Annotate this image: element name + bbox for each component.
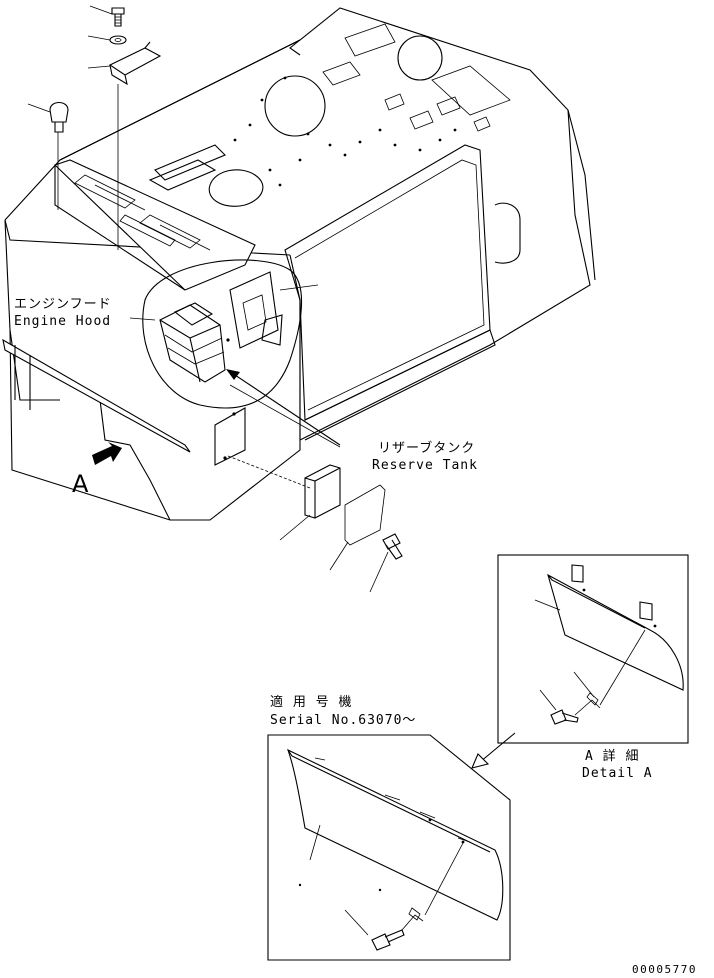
reserve-tank-label-en: Reserve Tank bbox=[372, 458, 478, 473]
hardware-parts bbox=[27, 5, 162, 250]
serial-variant-box bbox=[267, 734, 511, 961]
engine-hood bbox=[2, 7, 596, 521]
engine-hood-label-en: Engine Hood bbox=[14, 314, 111, 329]
pad-gasket-bolt bbox=[92, 442, 403, 593]
drawing-code: 00005770 bbox=[632, 963, 697, 976]
detail-a-label-en: Detail A bbox=[582, 766, 653, 781]
engine-hood-label-jp: エンジンフード bbox=[14, 297, 112, 312]
serial-label-jp: 適 用 号 機 bbox=[270, 694, 352, 710]
reserve-tank-callout bbox=[142, 259, 341, 446]
detail-a-box bbox=[497, 554, 689, 744]
reserve-tank-label-jp: リザーブタンク bbox=[378, 440, 475, 456]
detail-a-label-jp: A 詳 細 bbox=[585, 748, 639, 764]
view-a-letter: A bbox=[72, 470, 89, 498]
serial-label-en: Serial No.63070～ bbox=[270, 713, 416, 728]
